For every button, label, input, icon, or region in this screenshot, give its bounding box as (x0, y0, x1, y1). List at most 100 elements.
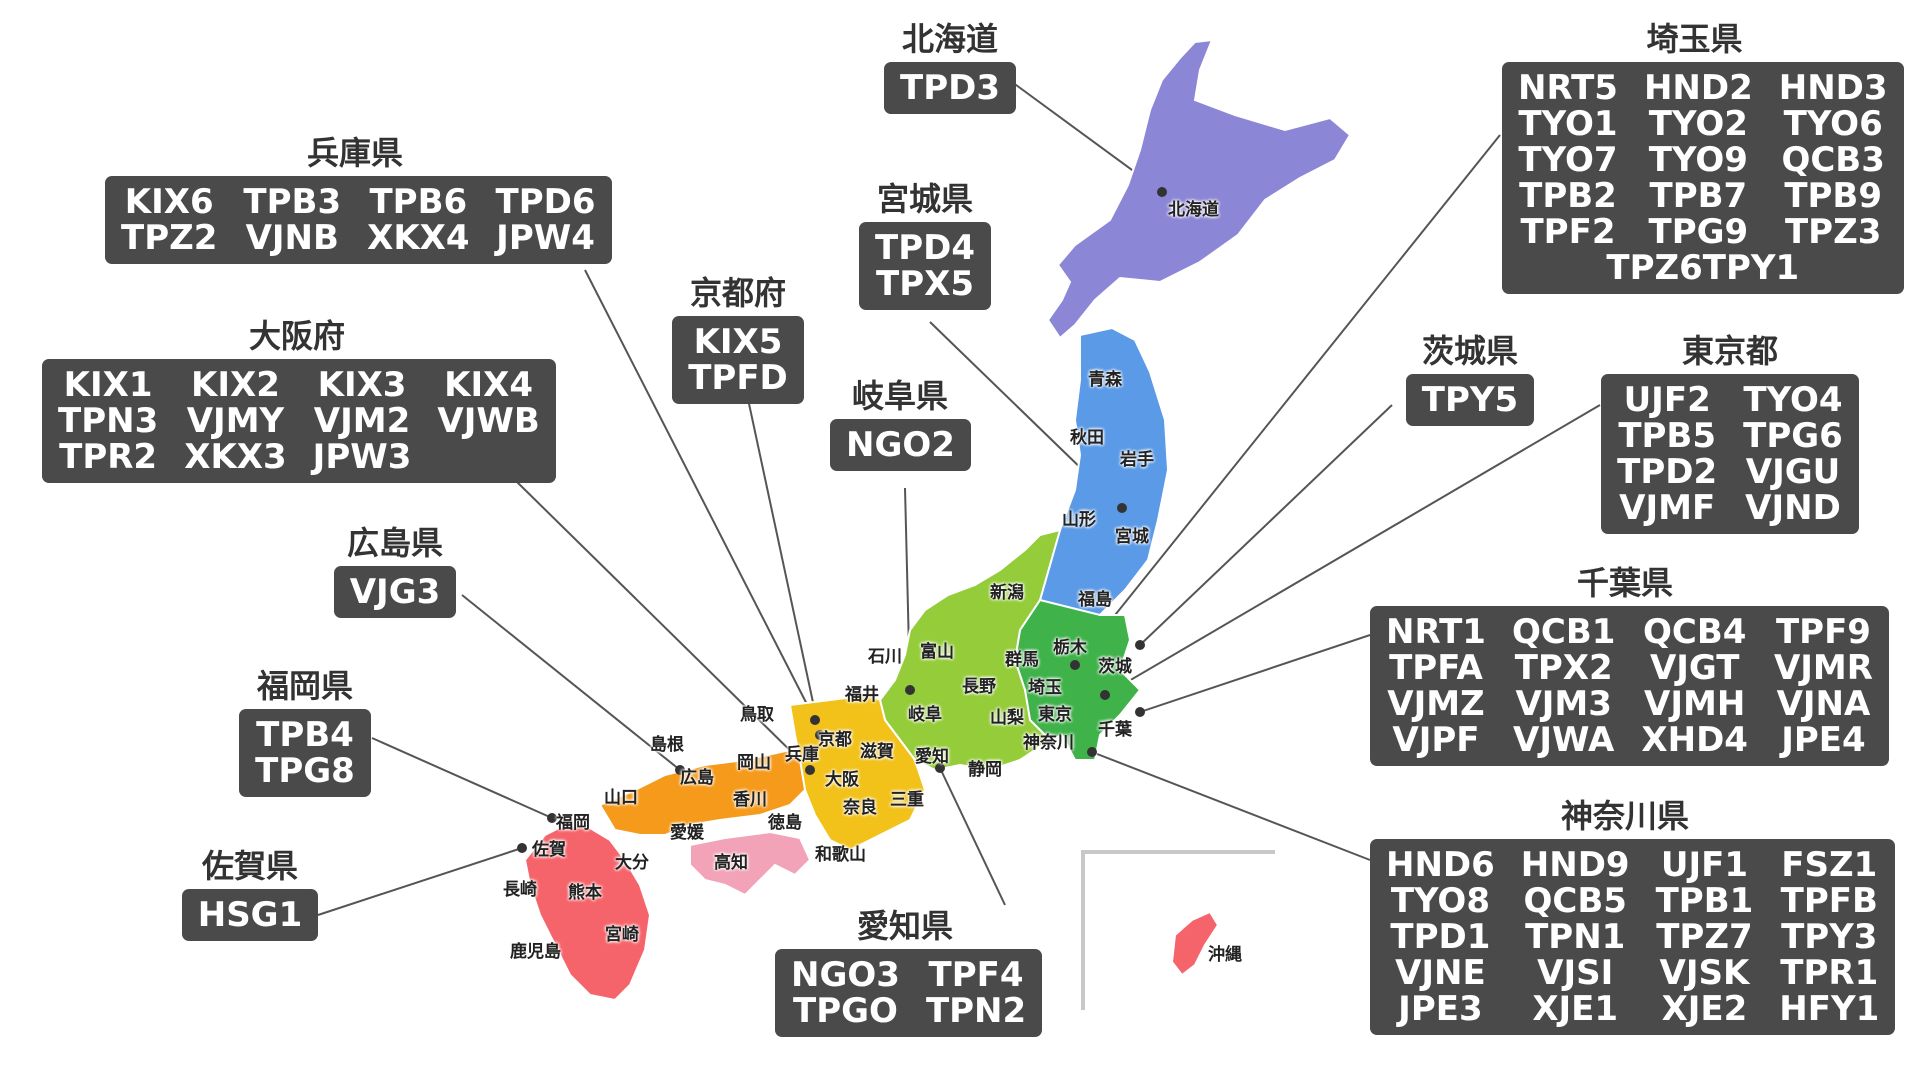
datacenter-code: XJE2 (1661, 989, 1748, 1029)
pref-label-gifu: 岐阜 (908, 705, 942, 725)
datacenter-code: TPN2 (925, 991, 1027, 1031)
leader-dot (935, 763, 945, 773)
datacenter-code: XKX4 (367, 218, 470, 258)
datacenter-code: TPG9 (1648, 212, 1749, 252)
datacenter-code: TPX2 (1514, 648, 1613, 688)
datacenter-code: TPF2 (1520, 212, 1616, 252)
datacenter-code: TYO1 (1518, 104, 1618, 144)
leader-dot (675, 765, 685, 775)
pref-label-ishikawa: 石川 (868, 647, 902, 667)
datacenter-code: VJMZ (1387, 684, 1485, 724)
datacenter-code: KIX1 (63, 365, 153, 405)
datacenter-code: TPZ7 (1656, 917, 1753, 957)
datacenter-code: TPZ6TPY1 (1606, 248, 1800, 288)
pref-label-nagasaki: 長崎 (503, 880, 537, 900)
datacenter-code: KIX4 (444, 365, 534, 405)
pref-label-ehime: 愛媛 (670, 823, 704, 843)
group-title: 広島県 (346, 524, 443, 562)
datacenter-code: TPN3 (58, 401, 159, 441)
datacenter-code: TYO7 (1518, 140, 1618, 180)
datacenter-code: TPB9 (1784, 176, 1882, 216)
datacenter-code: TPF9 (1775, 612, 1871, 652)
datacenter-code: VJPF (1392, 720, 1480, 760)
pref-label-iwate: 岩手 (1120, 450, 1154, 470)
pref-label-saitama: 埼玉 (1028, 678, 1062, 698)
group-title: 神奈川県 (1560, 797, 1689, 835)
datacenter-code: VJNB (245, 218, 339, 258)
group-ibaraki: 茨城県 TPY5 (1400, 330, 1540, 426)
pref-label-niigata: 新潟 (990, 583, 1024, 603)
code-box: TPY5 (1405, 374, 1535, 426)
leader-line (1074, 134, 1501, 666)
leader-dots (517, 187, 1167, 853)
datacenter-code: TYO2 (1648, 104, 1748, 144)
code-box: NGO2 (830, 419, 971, 471)
datacenter-code: TPX5 (876, 264, 974, 304)
leader-dot (1100, 690, 1110, 700)
leader-line (1104, 404, 1601, 696)
pref-label-ibaraki: 茨城 (1098, 657, 1132, 677)
pref-label-mie: 三重 (890, 790, 924, 810)
pref-label-hyogo: 兵庫 (785, 745, 819, 765)
datacenter-code: NGO2 (846, 425, 955, 465)
leader-line (317, 847, 523, 916)
datacenter-code: VJG3 (349, 572, 441, 612)
group-title: 東京都 (1681, 332, 1778, 370)
datacenter-code: TYO8 (1390, 881, 1490, 921)
datacenter-code: TPR1 (1780, 953, 1879, 993)
datacenter-code: TPB7 (1649, 176, 1748, 216)
datacenter-code: NRT5 (1518, 68, 1618, 108)
datacenter-code: TYO9 (1648, 140, 1748, 180)
datacenter-code: TPZ2 (121, 218, 218, 258)
datacenter-code: JPE4 (1781, 720, 1866, 760)
datacenter-code: TPB4 (256, 715, 354, 755)
pref-label-kyoto: 京都 (818, 730, 852, 750)
datacenter-code: VJND (1745, 488, 1841, 528)
datacenter-code: TPD1 (1390, 917, 1491, 957)
datacenter-code: HND6 (1386, 845, 1495, 885)
datacenter-code: TPZ3 (1784, 212, 1882, 252)
datacenter-code: TPB6 (369, 182, 468, 222)
pref-label-yamaguchi: 山口 (604, 788, 638, 808)
code-box: HSG1 (181, 889, 319, 941)
datacenter-code: UJF2 (1623, 380, 1711, 420)
datacenter-code: NGO3 (791, 955, 900, 995)
datacenter-code: TPB3 (243, 182, 342, 222)
pref-label-nara: 奈良 (843, 798, 877, 818)
pref-label-fukushima: 福島 (1078, 590, 1112, 610)
leader-dot (815, 730, 825, 740)
group-title: 千葉県 (1576, 564, 1673, 602)
group-title: 茨城県 (1421, 332, 1518, 370)
leader-dot (805, 765, 815, 775)
datacenter-code: TPF4 (928, 955, 1024, 995)
datacenter-code: TPD6 (495, 182, 596, 222)
pref-label-tottori: 鳥取 (740, 705, 774, 725)
datacenter-code: TPB2 (1519, 176, 1617, 216)
okinawa-inset-frame (1081, 850, 1275, 1010)
group-gifu: 岐阜県 NGO2 (830, 375, 971, 471)
datacenter-code: KIX3 (317, 365, 407, 405)
datacenter-code: TPFB (1780, 881, 1878, 921)
datacenter-code: TPD2 (1617, 452, 1718, 492)
pref-label-aomori: 青森 (1088, 370, 1122, 390)
region-okinawa (1170, 910, 1220, 977)
pref-label-tokushima: 徳島 (768, 813, 802, 833)
leader-line (1139, 634, 1371, 713)
datacenter-code: QCB3 (1781, 140, 1885, 180)
pref-label-yamanashi: 山梨 (990, 708, 1024, 728)
leader-line (939, 767, 1006, 906)
datacenter-code: JPE3 (1398, 989, 1483, 1029)
datacenter-code: TPY3 (1781, 917, 1878, 957)
datacenter-code: QCB1 (1511, 612, 1616, 652)
datacenter-code: NRT1 (1386, 612, 1486, 652)
datacenter-code: VJGU (1745, 452, 1841, 492)
group-title: 宮城県 (876, 180, 973, 218)
